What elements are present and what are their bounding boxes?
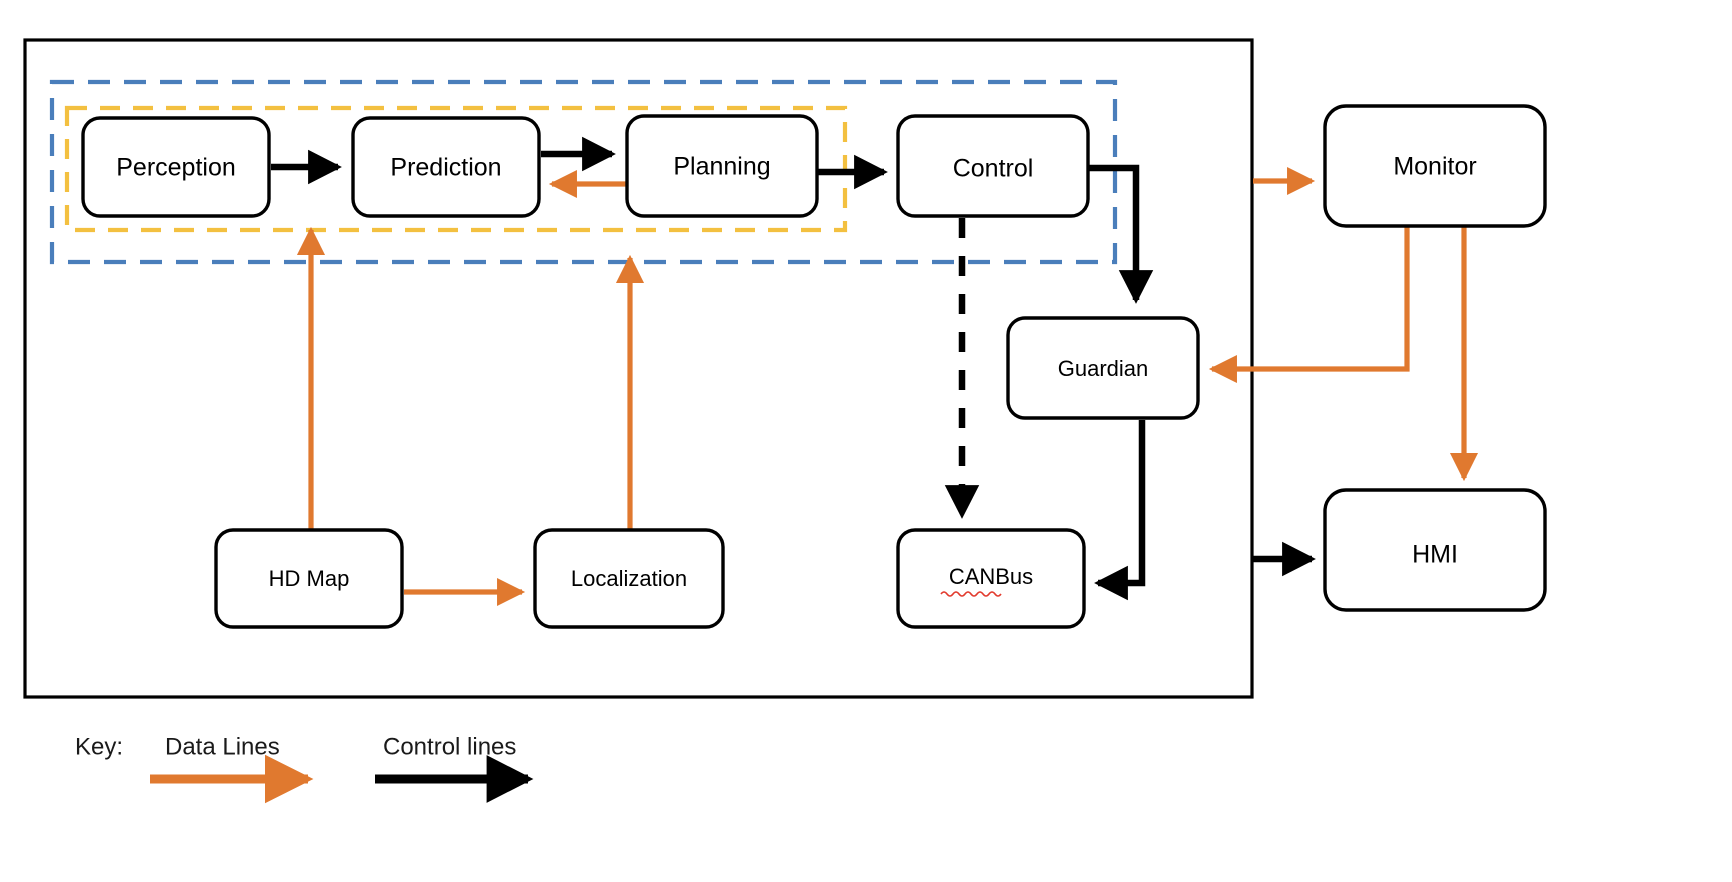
node-perception-label: Perception (116, 154, 236, 182)
edge-control-to-guardian (1088, 164, 1154, 304)
node-prediction[interactable]: Prediction (351, 116, 541, 218)
key-item-control-lines-label: Control lines (383, 733, 516, 760)
node-planning-label: Planning (673, 153, 770, 181)
key-item-data-lines-label: Data Lines (165, 733, 280, 760)
node-monitor-label: Monitor (1393, 153, 1476, 181)
group-box-blue (49, 79, 1118, 265)
node-localization[interactable]: Localization (533, 528, 725, 629)
node-hmi-label: HMI (1412, 541, 1458, 569)
node-guardian[interactable]: Guardian (1006, 316, 1200, 420)
node-hdmap-label: HD Map (269, 566, 350, 591)
key-legend: Key: Data Lines Control lines (75, 733, 534, 804)
node-hmi[interactable]: HMI (1323, 488, 1547, 612)
node-control[interactable]: Control (896, 114, 1090, 218)
node-perception[interactable]: Perception (81, 116, 271, 218)
edge-guardian-to-canbus (1094, 420, 1146, 601)
node-canbus-label: CANBus (949, 564, 1033, 589)
node-prediction-label: Prediction (390, 154, 501, 182)
node-control-label: Control (953, 155, 1034, 183)
node-localization-label: Localization (571, 566, 687, 591)
node-monitor[interactable]: Monitor (1323, 104, 1547, 228)
spellcheck-squiggle-icon (940, 591, 1002, 597)
node-canbus[interactable]: CANBus (896, 528, 1086, 629)
node-hdmap[interactable]: HD Map (214, 528, 404, 629)
node-guardian-label: Guardian (1058, 356, 1149, 381)
node-planning[interactable]: Planning (625, 114, 819, 218)
edge-monitor-to-guardian (1208, 226, 1410, 384)
key-title: Key: (75, 733, 123, 760)
